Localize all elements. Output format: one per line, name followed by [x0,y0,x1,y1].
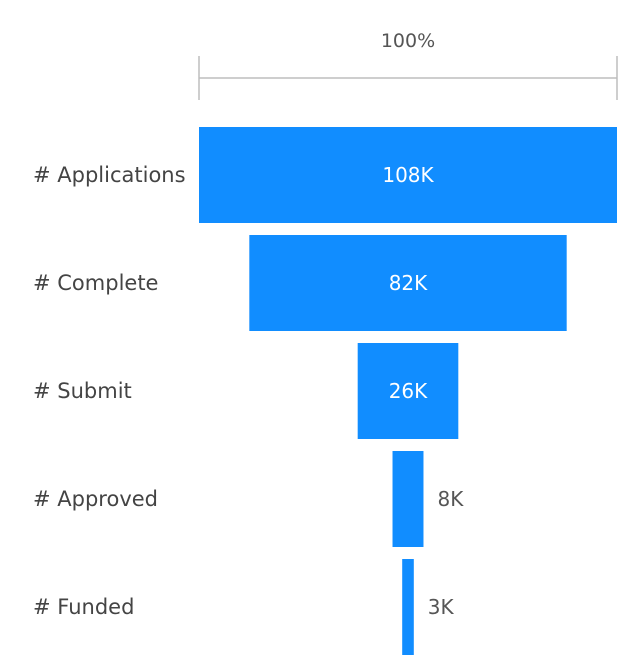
category-label-approved: # Approved [33,487,158,511]
funnel-bar-complete[interactable] [249,235,567,331]
funnel-bars: # Applications 108K # Complete 82K # Submit 2… [33,127,617,655]
value-label-funded: 3K [428,595,455,619]
value-label-applications: 108K [382,163,434,187]
scale-label: 100% [381,30,435,52]
category-label-complete: # Complete [33,271,158,295]
funnel-bar-submit[interactable] [357,343,459,439]
value-label-approved: 8K [437,487,464,511]
value-label-submit: 26K [389,379,428,403]
value-label-complete: 82K [389,271,428,295]
funnel-bar-applications[interactable] [199,127,617,223]
funnel-bar-funded[interactable] [402,559,414,655]
funnel-bar-approved[interactable] [392,451,424,547]
scale-indicator: 100% [198,30,618,100]
category-label-applications: # Applications [33,163,186,187]
category-label-submit: # Submit [33,379,132,403]
category-label-funded: # Funded [33,595,134,619]
